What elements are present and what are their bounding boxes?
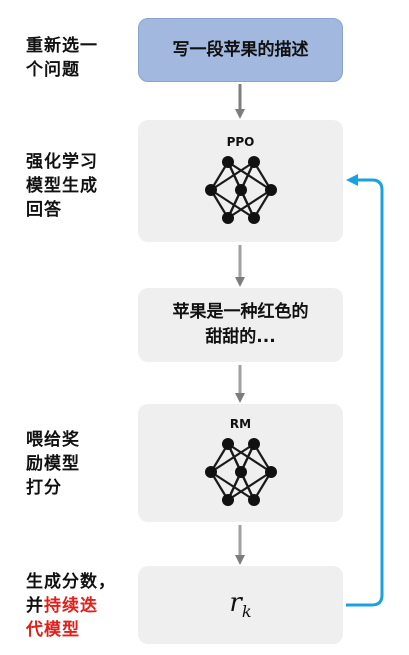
answer-box: 苹果是一种红色的 甜甜的...	[138, 288, 343, 362]
network-node	[204, 184, 217, 196]
network-node	[221, 438, 234, 450]
network-node	[247, 438, 260, 450]
neural-network-icon	[204, 438, 277, 506]
network-edge	[226, 471, 272, 501]
reward-box: rk	[138, 566, 343, 644]
iterate-label-plain: 生成分数， 并	[26, 572, 116, 616]
ppo-model-name: PPO	[226, 135, 255, 149]
network-node	[247, 156, 260, 168]
step-label-generate-answer: 强化学习 模型生成 回答	[26, 152, 98, 220]
network-edge	[209, 161, 255, 191]
network-node	[234, 184, 247, 196]
network-node	[234, 466, 247, 478]
loop-back-arrow	[346, 174, 384, 607]
network-node	[247, 494, 260, 506]
network-edge	[209, 443, 255, 473]
step-label-reward-scoring: 喂给奖 励模型 打分	[26, 430, 80, 498]
network-node	[204, 466, 217, 478]
network-edge	[209, 189, 255, 219]
rm-model-box: RM	[138, 404, 343, 522]
reward-subscript: k	[241, 602, 252, 622]
network-node	[264, 466, 277, 478]
prompt-text: 写一段苹果的描述	[172, 39, 309, 60]
step-label-iterate: 生成分数， 并持续迭 代模型	[26, 570, 116, 642]
prompt-box: 写一段苹果的描述	[138, 18, 343, 82]
network-node	[264, 184, 277, 196]
reward-letter: r	[229, 588, 242, 619]
ppo-model-box: PPO	[138, 120, 343, 242]
network-node	[247, 212, 260, 224]
rm-model-name: RM	[229, 417, 252, 431]
network-edge	[226, 161, 272, 191]
iterate-label-highlight: 持续迭 代模型	[26, 596, 98, 640]
network-node	[221, 494, 234, 506]
network-node	[221, 212, 234, 224]
reward-symbol: rk	[229, 588, 251, 621]
answer-text: 苹果是一种红色的 甜甜的...	[172, 302, 309, 347]
network-edge	[209, 471, 255, 501]
neural-network-icon	[204, 156, 277, 224]
step-label-select-question: 重新选一 个问题	[26, 36, 98, 80]
network-edge	[226, 189, 272, 219]
network-edge	[226, 443, 272, 473]
network-node	[221, 156, 234, 168]
